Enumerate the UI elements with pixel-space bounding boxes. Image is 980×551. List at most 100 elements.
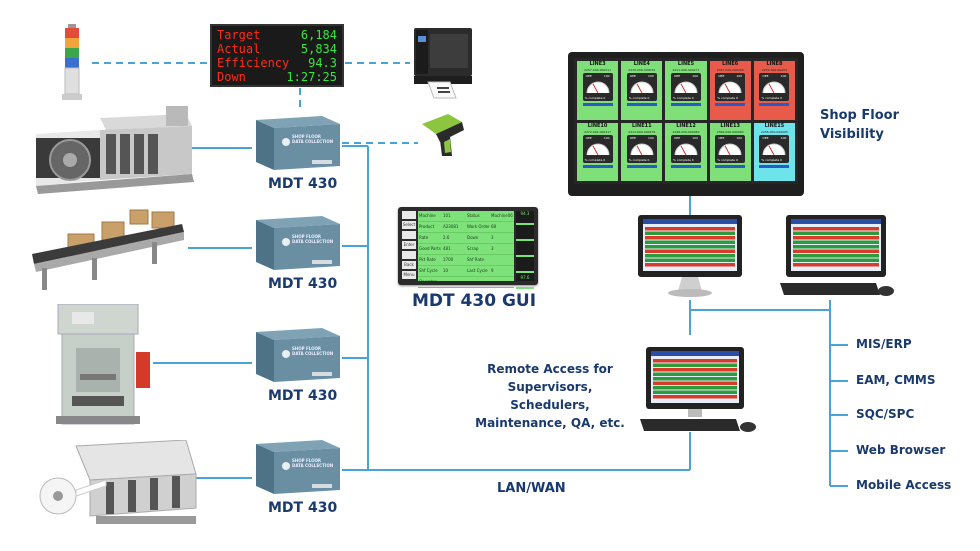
gui-cell: 9 (491, 268, 494, 273)
led-row-label: Actual (217, 42, 261, 56)
tile-wo: 2239-000-000032 (628, 68, 656, 72)
gui-side-button[interactable]: Select (402, 221, 416, 229)
integration-web-browser: Web Browser (856, 443, 946, 457)
tile-oee: OEE (585, 74, 592, 78)
monitor-table-row (653, 363, 737, 367)
led-row-label: Down (217, 70, 246, 84)
monitor-table-row (793, 249, 879, 253)
desktop-monitor-icon (638, 215, 742, 297)
tile-max: 100 (780, 74, 787, 78)
tile-progress-bar (582, 164, 613, 168)
tile-line: LINE12 (676, 122, 696, 129)
gui-cell (466, 277, 490, 287)
gui-cell: Last Cycle (467, 268, 488, 273)
mdt430-box-icon (256, 116, 340, 170)
gui-cell: A23081 (443, 224, 459, 229)
integration-mis-erp: MIS/ERP (856, 337, 912, 351)
gui-side-button[interactable] (402, 211, 416, 219)
tile-complete: % complete 0 (628, 157, 650, 162)
gui-cell: Machine06 (491, 213, 513, 218)
gui-cell: Pkt Rate (419, 257, 436, 262)
tile-oee: OEE (673, 74, 681, 78)
laptop-monitor-icon (780, 215, 894, 296)
gauge-icon (762, 143, 786, 155)
gauge-icon (674, 81, 698, 94)
gui-side-button[interactable] (402, 251, 416, 259)
monitor-table-row (645, 254, 735, 258)
tile-progress-bar (626, 103, 657, 106)
gui-cell: 3 (491, 246, 494, 251)
tile-progress-bar (670, 103, 701, 106)
led-row-label: Target (217, 28, 261, 42)
tile-line: LINE5 (677, 61, 695, 67)
led-row-value: 6,184 (300, 28, 337, 42)
printing-press-icon (36, 106, 194, 194)
tile-max: 100 (648, 135, 654, 140)
tile-wo: 2372-002-000317 (584, 129, 612, 134)
monitor-table-row (653, 368, 737, 372)
mdt430-label: MDT 430 (268, 500, 338, 516)
tile-complete: % complete 0 (761, 96, 783, 100)
stamping-press-icon (56, 304, 150, 425)
integration-eam-cmms: EAM, CMMS (856, 373, 936, 387)
remote-workstation-icon (640, 347, 756, 432)
integration-mobile-access: Mobile Access (856, 478, 952, 492)
tile-oee: OEE (762, 74, 769, 78)
monitor-table-row (653, 359, 737, 363)
gui-row: Operator (418, 277, 514, 288)
shop-floor-line-1: Shop Floor (820, 108, 899, 123)
gui-side-button[interactable]: Back (402, 261, 416, 269)
monitor-table-row (793, 263, 879, 267)
gui-right-value (516, 243, 534, 257)
gui-side-button[interactable] (402, 231, 416, 239)
gui-side-button[interactable]: Menu (402, 271, 416, 279)
gauge-icon (586, 81, 610, 94)
tile-oee: OEE (718, 74, 725, 78)
gauge-icon (674, 143, 698, 155)
stack-light-icon (62, 24, 82, 100)
gui-right-value (516, 227, 534, 241)
monitor-table-row (645, 245, 735, 249)
mdt430-box-icon (256, 216, 340, 270)
device-panel-line: SHOP FLOOR (292, 134, 321, 139)
monitor-table-row (645, 227, 735, 231)
tile-line: LINE3 (589, 61, 606, 67)
monitor-table-row (653, 377, 737, 381)
tile-wo: 2411-000-000271 (672, 68, 700, 72)
gui-cell: Scrap (467, 246, 479, 251)
gui-side-button[interactable]: Enter (402, 241, 416, 249)
gui-cell: 101 (443, 213, 451, 218)
monitor-table-row (653, 386, 737, 390)
shop-floor-line-2: Visibility (820, 127, 884, 142)
monitor-table-row (653, 395, 737, 399)
device-panel-line: DATA COLLECTION (292, 351, 334, 356)
solid-connectors (153, 145, 848, 487)
led-row-value: 94.3 (308, 56, 337, 70)
monitor-table-row (645, 249, 735, 253)
tile-wo: 2257-000-000011 (584, 68, 612, 72)
gui-cell: Down (467, 235, 479, 240)
gui-cell: Machine (419, 213, 436, 218)
tile-wo: 2413-000-000279 (628, 129, 656, 134)
